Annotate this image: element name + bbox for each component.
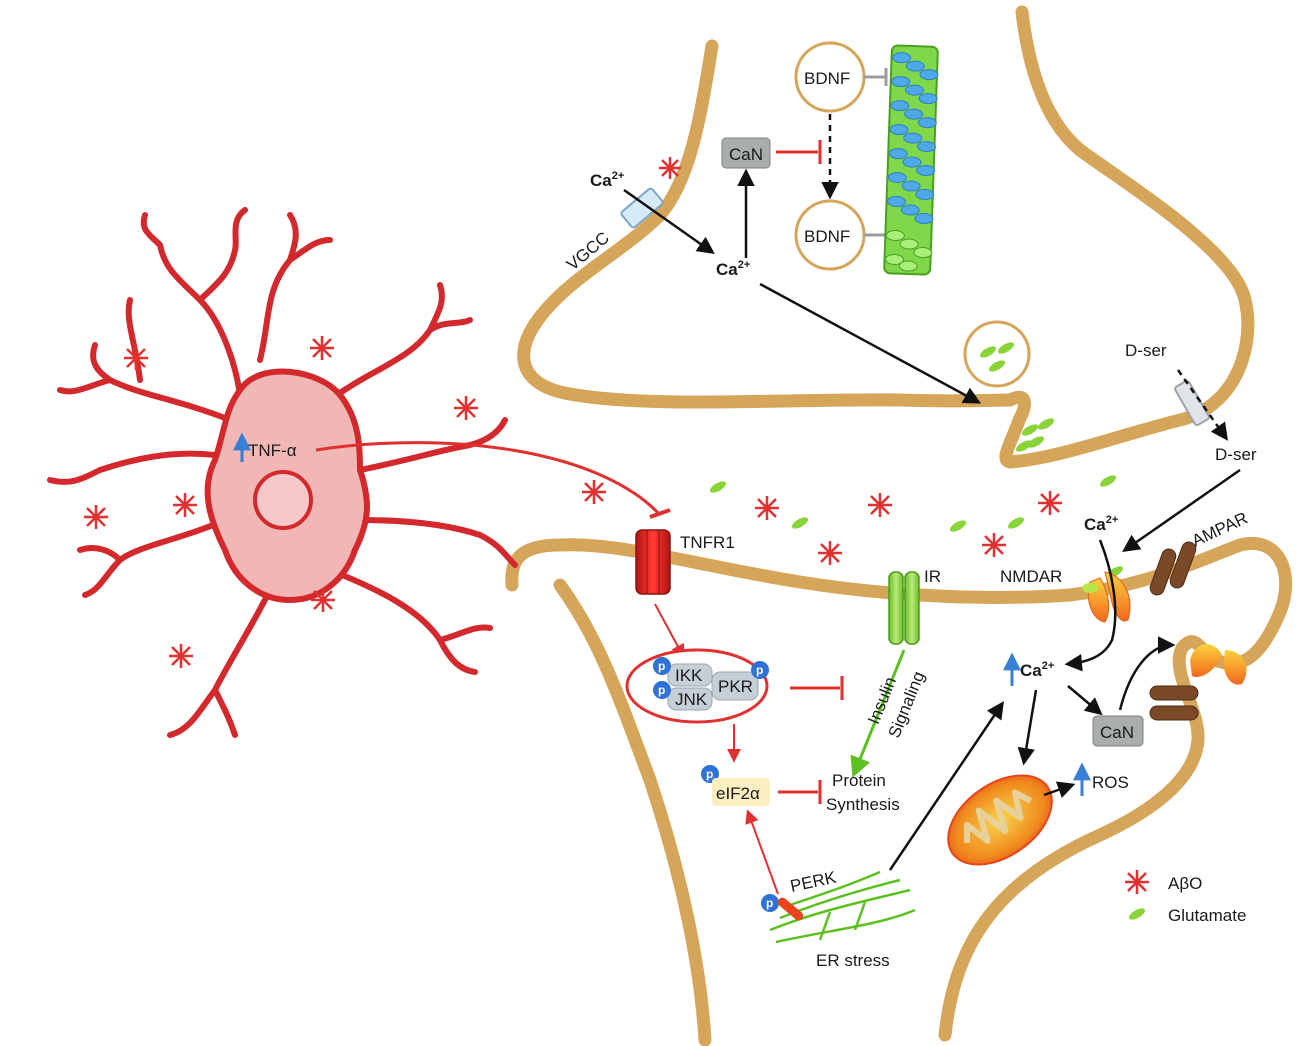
protein-label: Protein: [832, 771, 886, 790]
er-to-ca-arrow: [888, 701, 1004, 871]
ca-influx-arrow: [623, 188, 715, 255]
mito-to-ros-arrow: [1043, 781, 1076, 798]
legend-glutamate-label: Glutamate: [1168, 906, 1246, 925]
internalized-nmdar: [1190, 644, 1247, 685]
glutamate-vesicle: [963, 320, 1031, 388]
ca-post-label: Ca2+: [1020, 660, 1054, 680]
tnfr1-to-complex-arrow: [654, 603, 685, 659]
ca-entry-arrow: [1064, 539, 1117, 672]
p-badge-perk: p: [766, 896, 773, 910]
can-top-box: [721, 137, 771, 169]
legend-abo-star: [1125, 870, 1149, 894]
jnk-box: [667, 687, 713, 711]
jnk-label: JNK: [675, 690, 708, 709]
p-badge-ikk: p: [658, 659, 665, 673]
dendrite-shaft: [553, 578, 712, 1046]
bdnf-motor-links: [864, 68, 888, 244]
dser-bottom-label: D-ser: [1215, 445, 1257, 464]
vesicle-glutamate: [979, 342, 1015, 372]
dser-top-label: D-ser: [1125, 341, 1167, 360]
tnf-to-tnfr1-arrow: [315, 441, 662, 517]
ros-label: ROS: [1092, 773, 1129, 792]
ir-receptor: [888, 571, 920, 645]
synthesis-label: Synthesis: [826, 795, 900, 814]
p-badge-pkr: p: [756, 663, 763, 677]
tnfr1-receptor: [635, 529, 671, 595]
presynaptic-membrane: [517, 5, 1255, 469]
perk-receptor: [777, 897, 804, 921]
glial-cell: [47, 207, 518, 738]
ca-to-mito-arrow: [1017, 689, 1038, 766]
postsynaptic-membrane: [505, 537, 1293, 1042]
legend-abo-label: AβO: [1168, 874, 1202, 893]
phospho-badges: [653, 657, 779, 912]
ca-post-in-label: Ca2+: [1084, 514, 1118, 534]
p-badge-jnk: p: [658, 683, 665, 697]
dser-release-arrow: [1176, 369, 1229, 441]
ampar-receptor: [1149, 541, 1197, 596]
pkr-label: PKR: [718, 677, 753, 696]
eif2a-box: [712, 778, 770, 806]
tnfr1-label: TNFR1: [680, 533, 735, 552]
pkr-box: [711, 671, 759, 701]
glial-cell-nucleus: [253, 470, 313, 530]
ca-top-2-label: Ca2+: [716, 259, 750, 279]
vgcc-channel: [620, 187, 664, 229]
internalization-arrow: [1118, 636, 1176, 711]
nmdar-receptor: [1082, 571, 1131, 623]
microtubule: [883, 44, 939, 276]
eif2a-label: eIF2α: [716, 784, 760, 803]
dser-to-nmdar-arrow: [1122, 468, 1241, 552]
insulin-signaling-arrow: [850, 649, 906, 778]
can-post-box: [1092, 715, 1144, 747]
bdnf-bottom-label: BDNF: [804, 227, 850, 246]
ca-to-release-arrow: [759, 282, 982, 404]
internalized-ampar: [1149, 685, 1199, 721]
released-glutamate: [1015, 418, 1055, 452]
legend-glutamate-mark: [1128, 908, 1146, 920]
cleft-abo-stars: [582, 480, 1062, 565]
glia-abo-stars: [84, 336, 478, 668]
bdnf-top-label: BDNF: [804, 69, 850, 88]
abo-star-vgcc: [659, 157, 681, 179]
tnf-label: TNF-α: [248, 441, 297, 460]
ca-to-can-post-arrow: [1067, 685, 1103, 716]
can-post-label: CaN: [1100, 723, 1134, 742]
nmdar-label: NMDAR: [1000, 567, 1062, 586]
ikk-box: [667, 663, 713, 687]
can-top-label: CaN: [729, 145, 763, 164]
er-stress-label: ER stress: [816, 951, 890, 970]
tnf-inhibit-bar: [649, 508, 671, 519]
perk-to-eif2a-arrow: [745, 809, 779, 895]
ca-top-1-label: Ca2+: [590, 170, 624, 190]
p-badge-eif2a: p: [706, 767, 713, 781]
ir-label: IR: [924, 567, 941, 586]
mitochondrion: [947, 774, 1053, 866]
ikk-label: IKK: [675, 666, 703, 685]
cleft-glutamate: [709, 475, 1124, 578]
